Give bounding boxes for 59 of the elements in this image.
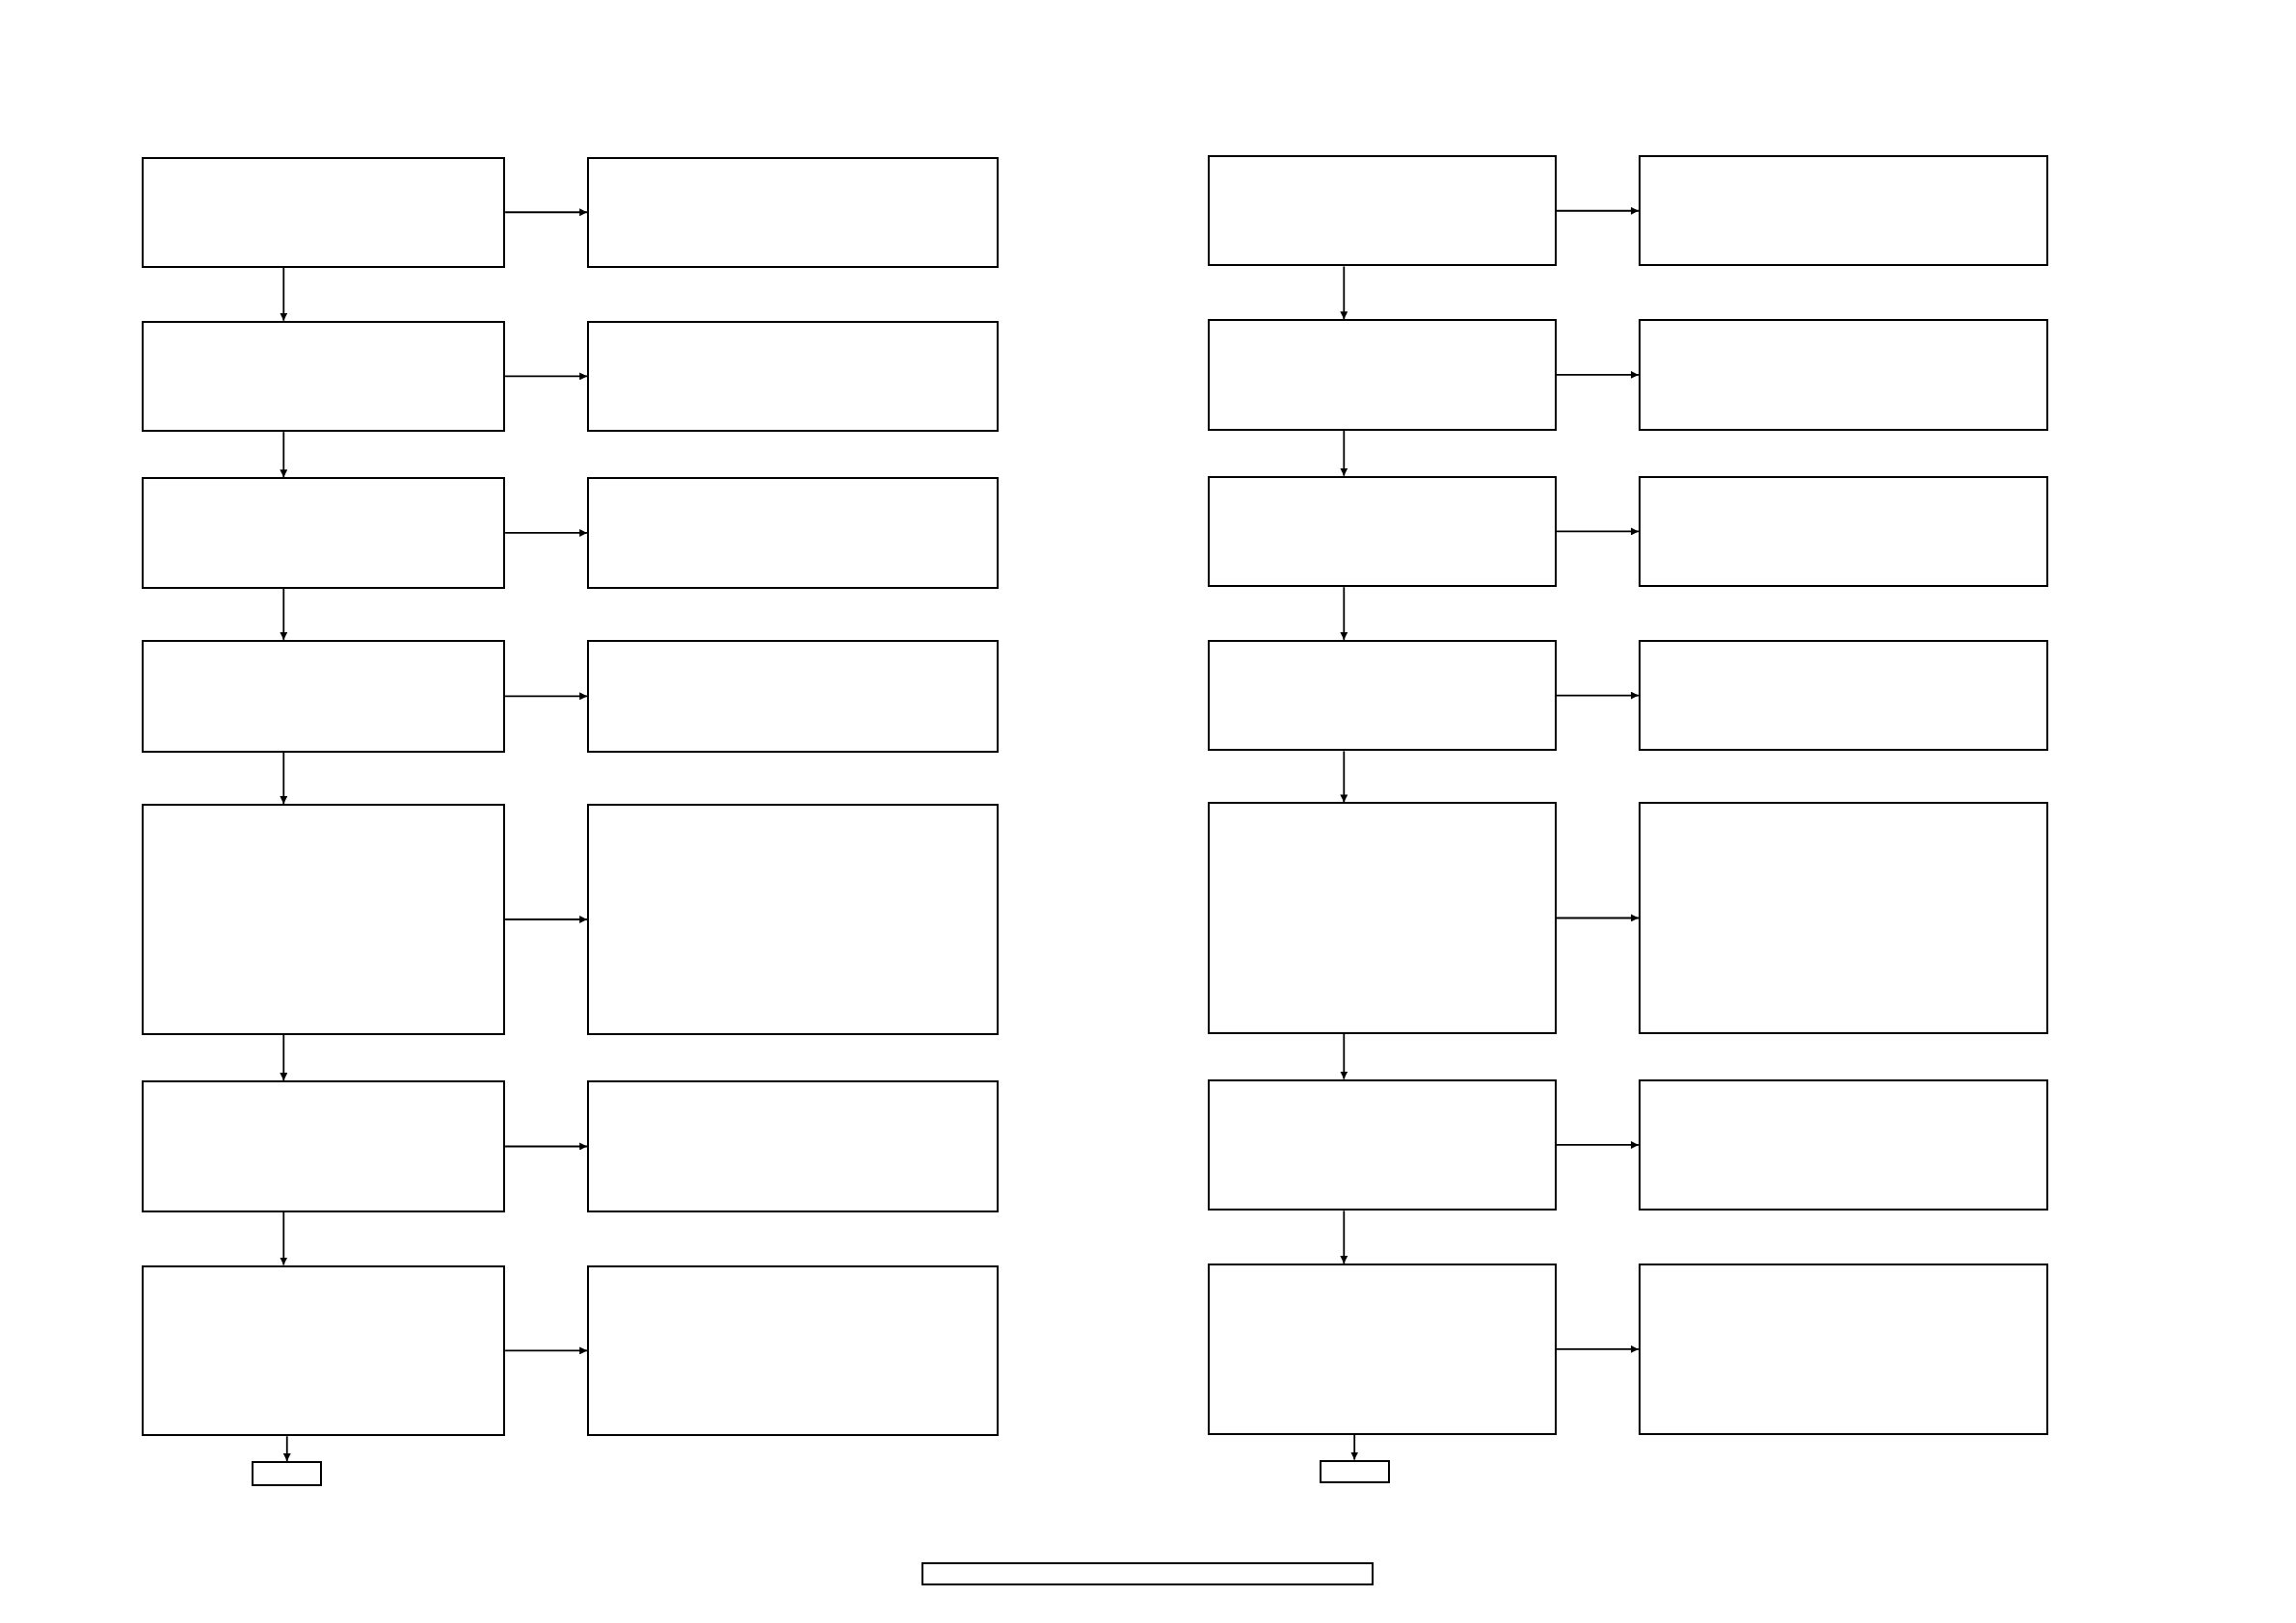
arrow — [1350, 1433, 1359, 1461]
arrow — [280, 1034, 288, 1081]
process-box — [1638, 319, 2049, 431]
arrow — [1340, 1032, 1348, 1080]
arrow — [504, 372, 589, 381]
process-box — [142, 1080, 506, 1212]
arrow — [1555, 691, 1640, 700]
arrow — [280, 1211, 288, 1266]
arrow — [1555, 914, 1640, 922]
process-box — [1638, 639, 2049, 752]
arrow — [1340, 750, 1348, 804]
process-box — [1638, 1264, 2049, 1435]
arrow — [280, 587, 288, 641]
arrow — [504, 916, 589, 923]
arrow — [1555, 370, 1640, 379]
arrow — [1340, 265, 1348, 321]
process-box — [587, 1264, 1000, 1437]
process-box — [587, 1080, 1000, 1212]
arrow — [1340, 1210, 1348, 1264]
arrow — [504, 1346, 589, 1355]
process-box — [587, 477, 1000, 589]
process-box — [1208, 155, 1557, 267]
arrow — [1555, 527, 1640, 536]
arrow — [1555, 1344, 1640, 1353]
process-box — [1208, 475, 1557, 588]
process-box — [587, 156, 1000, 268]
process-box — [252, 1461, 323, 1486]
arrow — [1340, 586, 1348, 641]
process-box — [587, 639, 1000, 753]
process-box — [1638, 1078, 2049, 1211]
process-box — [1208, 639, 1557, 752]
process-box — [587, 320, 1000, 433]
process-box — [921, 1561, 1374, 1586]
arrow — [504, 692, 589, 701]
arrow — [280, 267, 288, 322]
process-box — [1638, 155, 2049, 267]
arrow — [282, 1435, 291, 1462]
process-box — [142, 639, 506, 753]
process-box — [1208, 1078, 1557, 1211]
process-box — [1319, 1459, 1390, 1483]
process-box — [142, 804, 506, 1035]
process-box — [142, 477, 506, 589]
process-box — [1208, 802, 1557, 1034]
process-box — [1638, 802, 2049, 1034]
arrow — [504, 208, 589, 217]
arrow — [1555, 206, 1640, 215]
arrow — [280, 751, 288, 805]
arrow — [1340, 429, 1348, 477]
process-box — [1208, 319, 1557, 431]
process-box — [587, 804, 1000, 1035]
arrow — [504, 528, 589, 537]
arrow — [1555, 1140, 1640, 1149]
process-box — [1638, 475, 2049, 588]
process-box — [1208, 1264, 1557, 1435]
process-box — [142, 156, 506, 268]
arrow — [280, 431, 288, 479]
arrow — [504, 1142, 589, 1151]
process-box — [142, 320, 506, 433]
process-box — [142, 1264, 506, 1437]
